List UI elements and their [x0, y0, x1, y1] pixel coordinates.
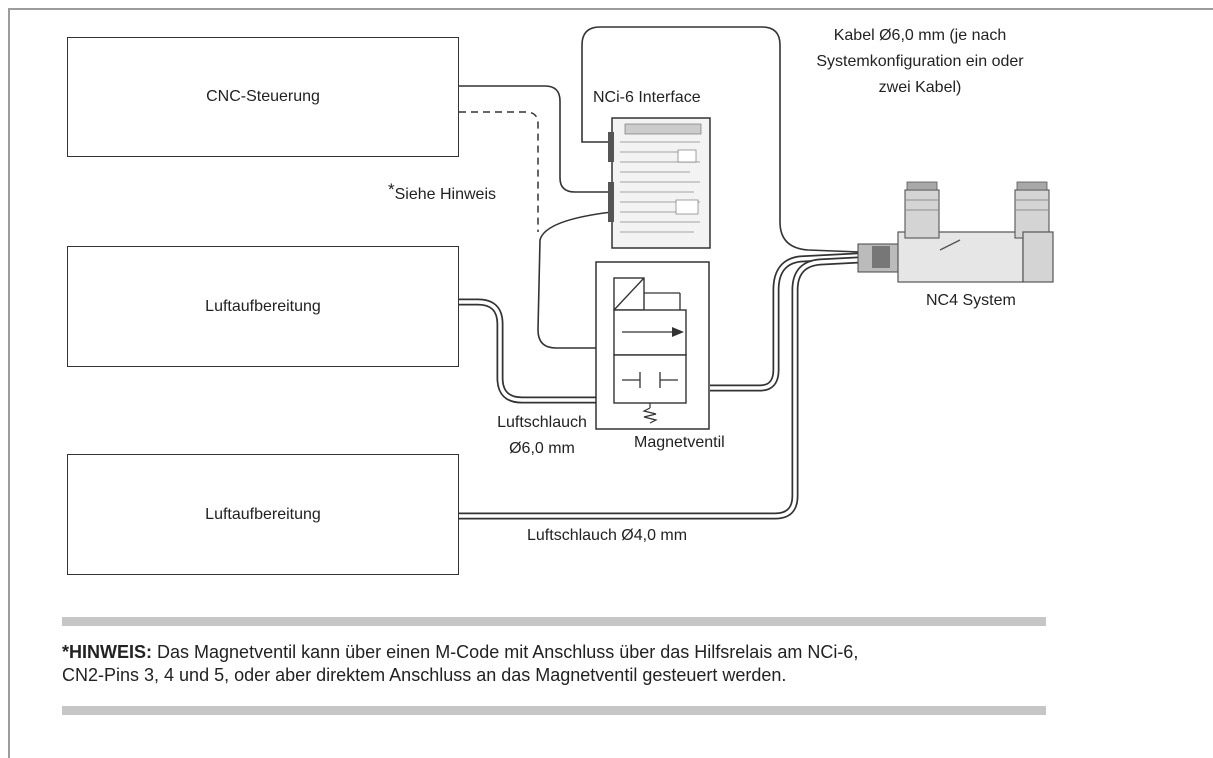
frame-left-border: [8, 8, 10, 758]
note-line-1: *HINWEIS: Das Magnetventil kann über ein…: [62, 641, 1062, 664]
nci6-interface-module: [608, 117, 711, 249]
cnc-control-label: CNC-Steuerung: [206, 88, 320, 105]
note-line-1-text: Das Magnetventil kann über einen M-Code …: [157, 642, 859, 662]
solenoid-valve-symbol: [595, 261, 710, 430]
air-preparation-label-1: Luftaufbereitung: [205, 297, 321, 315]
note-text: *HINWEIS: Das Magnetventil kann über ein…: [62, 641, 1062, 687]
frame-top-border: [8, 8, 1213, 10]
note-line-2: CN2-Pins 3, 4 und 5, oder aber direktem …: [62, 665, 787, 685]
nc4-system-label: NC4 System: [926, 292, 1016, 309]
cable-label: Kabel Ø6,0 mm (je nach Systemkonfigurati…: [790, 23, 1050, 101]
cable-label-line-2: Systemkonfiguration ein oder: [816, 53, 1024, 70]
air-preparation-box-1: Luftaufbereitung: [67, 246, 459, 367]
hose-6mm-label: Luftschlauch Ø6,0 mm: [487, 410, 597, 462]
valve-output-hose: [710, 252, 859, 392]
note-heading: *HINWEIS:: [62, 642, 152, 662]
valve-label: Magnetventil: [634, 434, 725, 451]
cable-label-line-3: zwei Kabel): [878, 79, 962, 96]
note-top-rule: [62, 617, 1046, 626]
cable-label-line-1: Kabel Ø6,0 mm (je nach: [833, 27, 1007, 44]
air-preparation-label-2: Luftaufbereitung: [205, 505, 321, 523]
interface-valve-cable: [537, 211, 613, 349]
note-reference-star: *: [388, 180, 395, 199]
interface-label: NCi-6 Interface: [593, 89, 701, 106]
dashed-optional-line: [459, 111, 539, 232]
hose-6mm-label-line-1: Luftschlauch: [497, 414, 587, 431]
hose-6mm-label-line-2: Ø6,0 mm: [509, 440, 575, 457]
note-bottom-rule: [62, 706, 1046, 715]
nc4-system-drawing: [857, 181, 1054, 283]
hose-4mm-label: Luftschlauch Ø4,0 mm: [527, 527, 688, 544]
cnc-interface-cable: [459, 85, 612, 193]
air-preparation-box-2: Luftaufbereitung: [67, 454, 459, 575]
note-reference-text: Siehe Hinweis: [394, 186, 497, 203]
hose-6mm: [459, 298, 610, 404]
interface-cable-loop: [581, 26, 861, 253]
cnc-control-box: CNC-Steuerung: [67, 37, 459, 157]
note-reference-label: *Siehe Hinweis: [388, 180, 497, 204]
